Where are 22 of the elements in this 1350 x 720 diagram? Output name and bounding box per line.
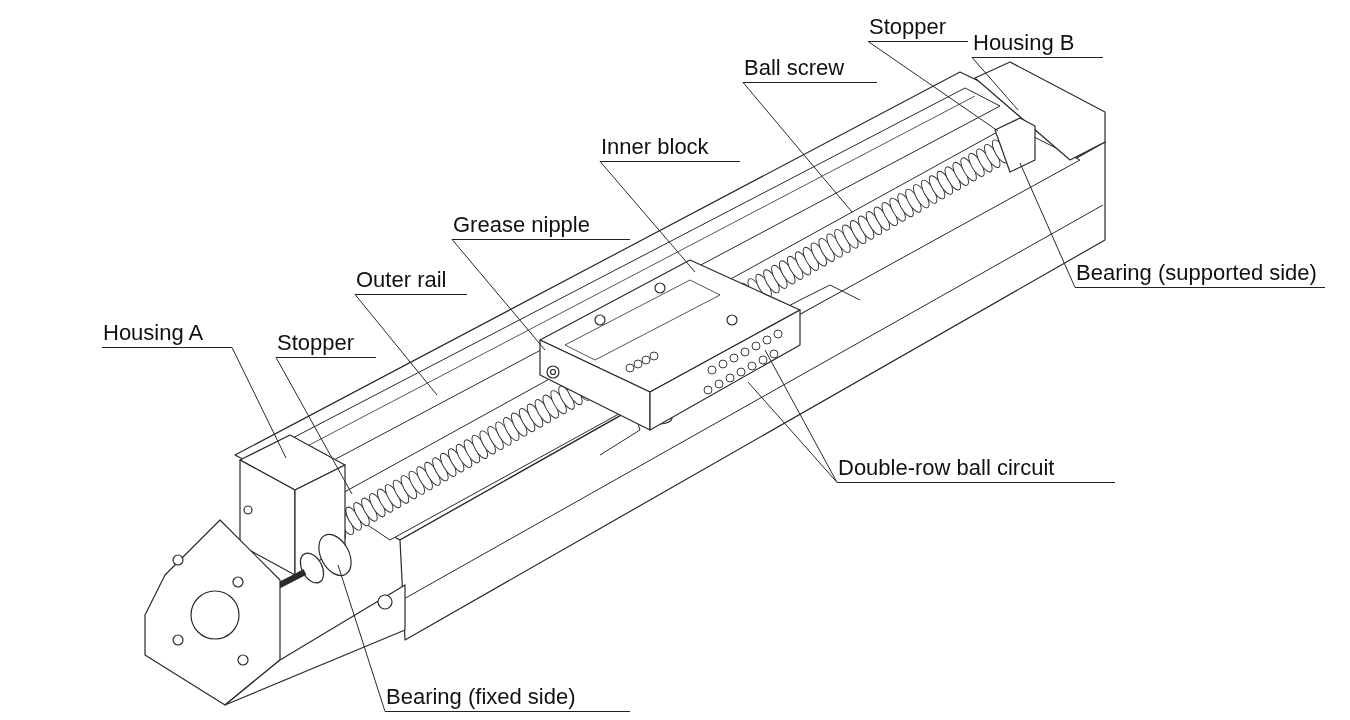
leader-line (337, 564, 386, 712)
leader-line (599, 160, 696, 273)
part-label: Stopper (276, 330, 376, 358)
leader-line (747, 381, 838, 483)
leader-line (764, 349, 838, 483)
part-label: Bearing (fixed side) (385, 684, 630, 712)
part-label: Grease nipple (452, 212, 630, 240)
part-label: Inner block (600, 134, 740, 162)
leader-line (742, 81, 853, 213)
part-label: Outer rail (355, 267, 467, 295)
part-label: Ball screw (743, 55, 877, 83)
part-label: Housing B (972, 30, 1103, 58)
leader-line (354, 293, 438, 396)
leader-line (231, 346, 287, 459)
part-label: Bearing (supported side) (1075, 260, 1325, 288)
part-label: Stopper (868, 14, 968, 42)
leader-line (867, 40, 999, 132)
part-label: Double-row ball circuit (837, 455, 1115, 483)
leader-line (1019, 162, 1076, 288)
leader-line (275, 356, 353, 495)
leader-line (451, 238, 546, 351)
part-label: Housing A (102, 320, 232, 348)
